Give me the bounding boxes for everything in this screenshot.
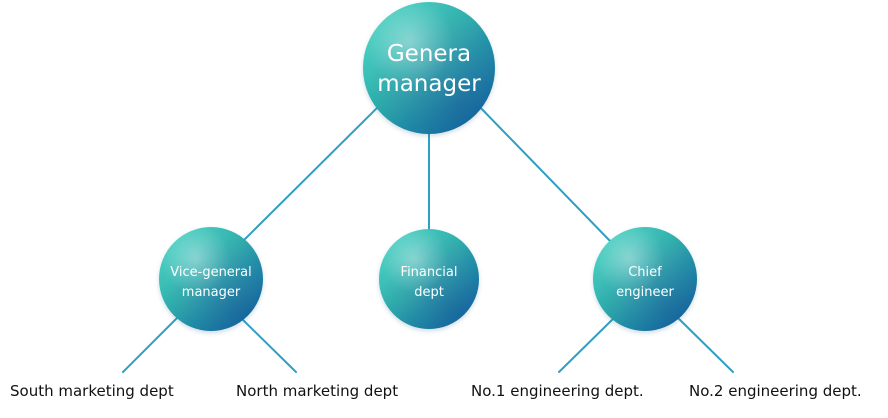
vice-general-manager-label-line2: manager [182, 285, 241, 300]
connector-vice-to-south [122, 315, 180, 373]
connector-vice-to-north [238, 315, 297, 373]
financial-dept-label-line2: dept [414, 285, 444, 300]
chief-engineer-gloss [593, 227, 697, 331]
connector-chief-to-no1 [558, 315, 617, 373]
node-vice-general-manager: Vice-general manager [159, 227, 263, 331]
no1-engineering-dept-label: No.1 engineering dept. [471, 382, 644, 400]
financial-dept-gloss [379, 229, 479, 329]
general-manager-gloss [363, 2, 495, 134]
general-manager-label-line1: Genera [387, 41, 471, 67]
chief-engineer-label-line2: engineer [616, 285, 674, 300]
general-manager-label-line2: manager [377, 71, 481, 97]
south-marketing-dept-label: South marketing dept [10, 382, 174, 400]
connector-general-to-vice [240, 100, 385, 244]
node-financial-dept: Financial dept [379, 229, 479, 329]
vice-general-manager-gloss [159, 227, 263, 331]
connector-chief-to-no2 [675, 315, 734, 373]
connector-general-to-chief [473, 100, 613, 244]
no2-engineering-dept-label: No.2 engineering dept. [689, 382, 862, 400]
node-general-manager: Genera manager [363, 2, 495, 134]
leaf-labels: South marketing dept North marketing dep… [10, 382, 862, 400]
node-chief-engineer: Chief engineer [593, 227, 697, 331]
vice-general-manager-label-line1: Vice-general [170, 265, 251, 280]
financial-dept-label-line1: Financial [401, 265, 458, 280]
chief-engineer-label-line1: Chief [628, 265, 662, 280]
north-marketing-dept-label: North marketing dept [236, 382, 398, 400]
connector-lines [122, 100, 734, 373]
